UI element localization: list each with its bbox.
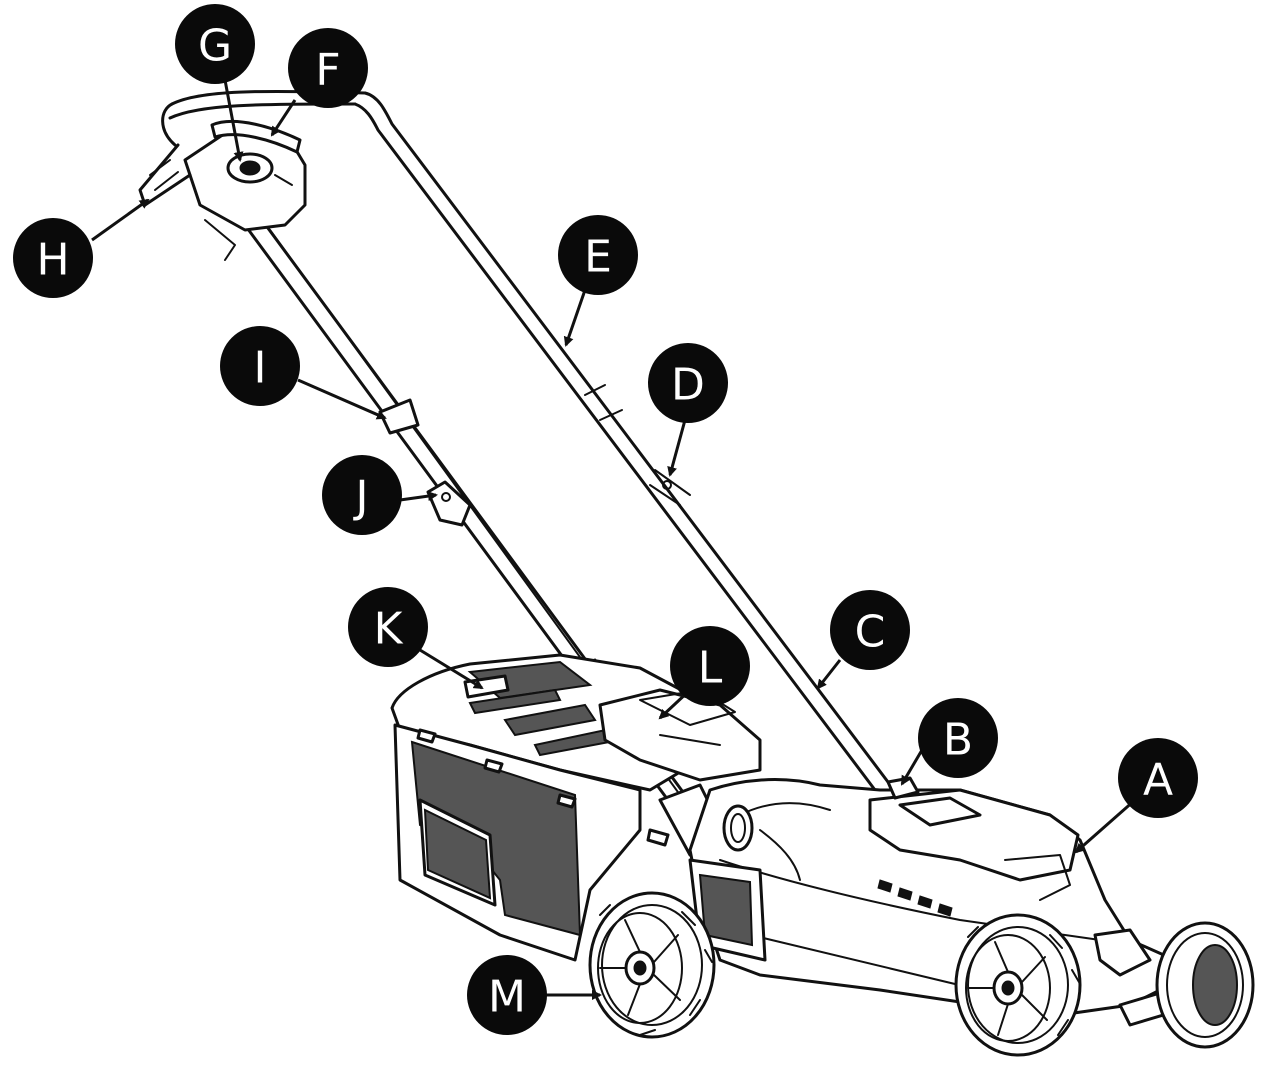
callout-d: D	[648, 343, 728, 423]
svg-text:L: L	[698, 643, 723, 694]
svg-text:M: M	[488, 972, 526, 1023]
callout-k: K	[348, 587, 428, 667]
rear-wheel	[588, 891, 716, 1039]
front-wheel-near	[954, 913, 1082, 1057]
callouts: A B C D E F G H I J K L M	[13, 4, 1198, 1035]
svg-text:C: C	[855, 607, 886, 658]
svg-text:J: J	[353, 472, 369, 523]
callout-h: H	[13, 218, 93, 298]
svg-text:B: B	[943, 715, 973, 766]
callout-i: I	[220, 326, 300, 406]
callout-a: A	[1118, 738, 1198, 818]
svg-text:E: E	[584, 232, 612, 283]
svg-text:D: D	[671, 360, 705, 411]
callout-g: G	[175, 4, 255, 84]
svg-text:A: A	[1143, 755, 1173, 806]
callout-e: E	[558, 215, 638, 295]
svg-text:I: I	[254, 343, 267, 394]
callout-m: M	[467, 955, 547, 1035]
grass-collection-box	[390, 653, 702, 962]
callout-l: L	[670, 626, 750, 706]
callout-f: F	[288, 28, 368, 108]
svg-text:F: F	[315, 45, 340, 96]
front-wheel-far	[1155, 921, 1255, 1049]
callout-c: C	[830, 590, 910, 670]
svg-text:H: H	[36, 235, 69, 286]
svg-text:K: K	[374, 604, 404, 655]
callout-j: J	[322, 455, 402, 535]
callout-b: B	[918, 698, 998, 778]
svg-text:G: G	[198, 21, 232, 72]
